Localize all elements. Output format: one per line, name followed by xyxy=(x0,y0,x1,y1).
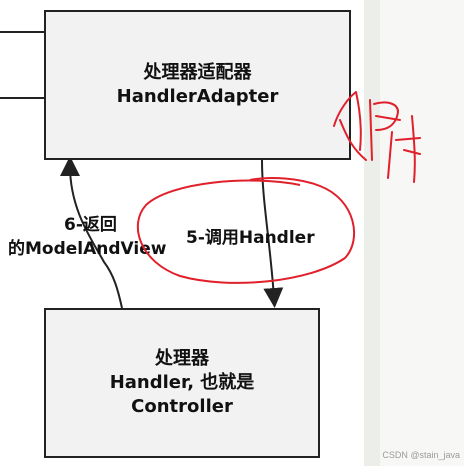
handler-title-line3: Controller xyxy=(131,396,233,417)
handler-adapter-box: 处理器适配器 HandlerAdapter xyxy=(44,10,351,160)
handler-adapter-title-cn: 处理器适配器 xyxy=(143,62,252,83)
handler-box: 处理器 Handler, 也就是 Controller xyxy=(44,308,320,458)
handler-title-line2: Handler, 也就是 xyxy=(109,372,255,393)
red-circle-annotation xyxy=(136,177,356,284)
call-arrow xyxy=(261,159,284,308)
call-handler-label: 5-调用Handler xyxy=(186,228,315,248)
watermark-text: CSDN @stain_java xyxy=(382,450,460,460)
red-handwriting-annotation xyxy=(333,91,421,183)
return-label-line1: 6-返回 xyxy=(64,215,117,235)
handler-adapter-title-en: HandlerAdapter xyxy=(116,86,279,107)
handler-title-cn: 处理器 xyxy=(155,348,209,369)
side-panel xyxy=(364,0,464,466)
return-label-line2: 的ModelAndView xyxy=(8,239,167,259)
return-arrow xyxy=(60,156,123,309)
